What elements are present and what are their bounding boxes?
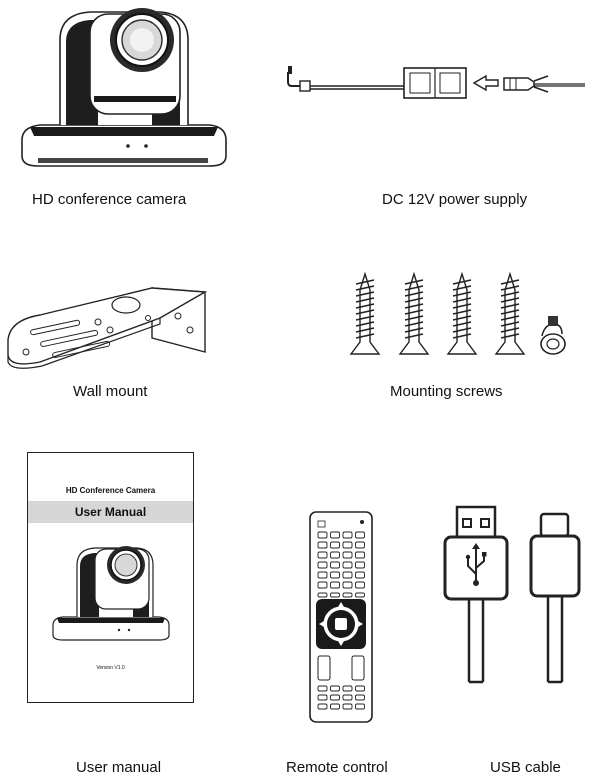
remote-button-22 [342, 581, 353, 589]
remote-button-6 [342, 541, 353, 549]
remote-button-1 [330, 531, 340, 539]
remote-button-9 [330, 551, 340, 559]
item-caption: User manual [76, 759, 162, 776]
remote-button-28 [317, 685, 328, 692]
remote-button-39 [355, 703, 365, 710]
item-caption: HD conference camera [32, 191, 187, 208]
remote-button-20 [317, 581, 328, 589]
remote-button-17 [330, 571, 340, 579]
remote-button-15 [355, 561, 365, 569]
remote-button-7 [355, 541, 365, 549]
screw-3 [446, 271, 478, 355]
remote-button-33 [330, 694, 340, 701]
remote-button-12 [317, 561, 328, 569]
remote-button-35 [355, 694, 365, 701]
remote-button-5 [330, 541, 340, 549]
item-caption: Wall mount [73, 383, 148, 400]
manual-version: Version V1.0 [96, 665, 125, 671]
remote-button-24 [317, 592, 328, 598]
remote-button-19 [355, 571, 365, 579]
remote-button-3 [355, 531, 365, 539]
remote-button-0 [317, 531, 328, 539]
manual-camera-image [52, 546, 170, 641]
screw-4 [494, 271, 526, 355]
remote-button-13 [330, 561, 340, 569]
remote-button-2 [342, 531, 353, 539]
item-caption: Mounting screws [390, 383, 503, 400]
item-caption: USB cable [490, 759, 561, 776]
remote-button-21 [330, 581, 340, 589]
remote-button-34 [342, 694, 353, 701]
manual-booklet-icon: HD Conference Camera User Manual Version… [27, 452, 194, 703]
screw-1 [349, 271, 381, 355]
remote-button-18 [342, 571, 353, 579]
remote-button-4 [317, 541, 328, 549]
screw-2 [398, 271, 430, 355]
remote-button-11 [355, 551, 365, 559]
remote-button-27 [355, 592, 365, 598]
manual-subtitle: User Manual [74, 505, 147, 519]
remote-button-30 [342, 685, 353, 692]
remote-button-23 [355, 581, 365, 589]
manual-title: HD Conference Camera [65, 486, 156, 495]
remote-button-26 [342, 592, 353, 598]
remote-button-25 [330, 592, 340, 598]
item-caption: Remote control [286, 759, 388, 776]
remote-button-37 [330, 703, 340, 710]
remote-button-14 [342, 561, 353, 569]
item-caption: DC 12V power supply [382, 191, 528, 208]
remote-button-31 [355, 685, 365, 692]
remote-button-29 [330, 685, 340, 692]
remote-button-10 [342, 551, 353, 559]
remote-button-32 [317, 694, 328, 701]
remote-button-36 [317, 703, 328, 710]
remote-button-38 [342, 703, 353, 710]
remote-button-8 [317, 551, 328, 559]
remote-button-16 [317, 571, 328, 579]
